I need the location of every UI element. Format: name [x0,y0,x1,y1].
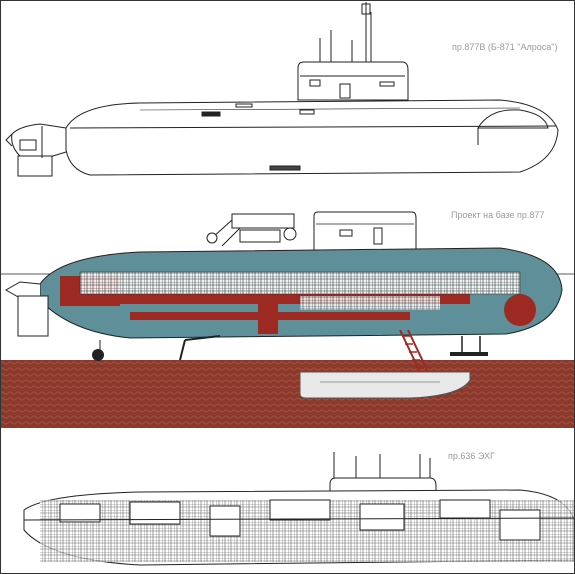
submarine-profile-877v [5,2,559,177]
submarine-cutaway-636-ekhg [23,452,575,566]
caption-877v: пр.877В (Б-871 "Алроса") [452,42,558,52]
caption-project-877-base: Проект на базе пр.877 [451,210,545,220]
submarine-cutaway-project-877 [0,211,575,428]
seabed-band [0,360,575,428]
caption-636-ekhg: пр.636 ЭХГ [448,451,495,461]
